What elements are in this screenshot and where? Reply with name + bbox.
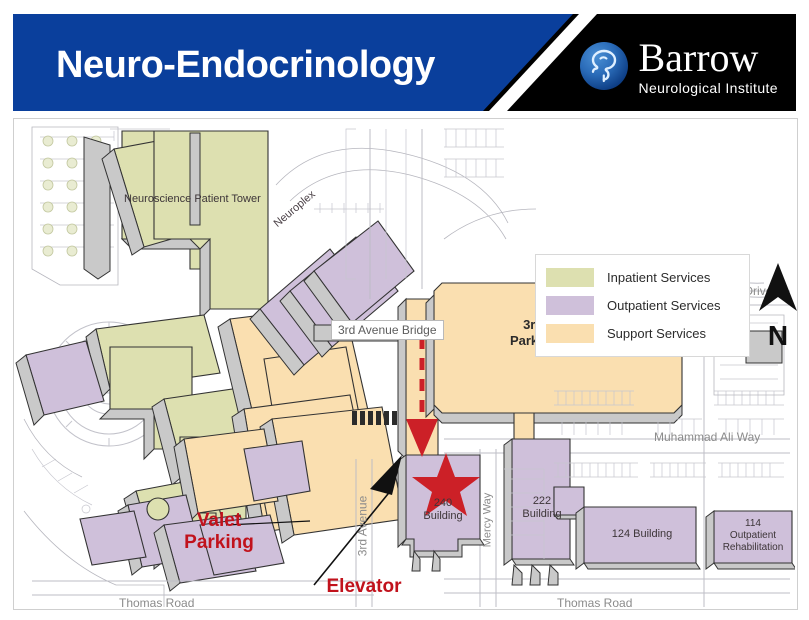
building-222-number: 222 xyxy=(532,495,552,507)
building-124-text: 124 Building xyxy=(611,528,673,540)
building-114-number: 114 xyxy=(745,518,761,529)
street-label-mercy-way: Mercy Way xyxy=(481,492,494,548)
building-label-114: 114 Outpatient Rehabilitation xyxy=(712,518,794,554)
street-label-thomas-road-right: Thomas Road xyxy=(557,596,633,610)
building-240-word: Building xyxy=(423,510,463,522)
building-label-neuroscience-patient-tower: Neuroscience Patient Tower xyxy=(124,193,261,206)
barrow-logo: Barrow Neurological Institute xyxy=(580,38,778,97)
header-blue-panel xyxy=(13,14,573,111)
legend-label-inpatient: Inpatient Services xyxy=(607,269,711,285)
bridge-label-3rd-avenue-bridge: 3rd Avenue Bridge xyxy=(331,320,444,340)
annotation-elevator: Elevator xyxy=(326,576,402,597)
building-114-line3: Rehabilitation xyxy=(722,542,784,553)
page-header: Neuro-Endocrinology Barrow Neurological … xyxy=(13,14,796,111)
street-label-3rd-avenue: 3rd Avenue xyxy=(355,495,370,557)
legend-swatch-support xyxy=(546,323,594,343)
street-label-muhammad-ali-way: Muhammad Ali Way xyxy=(654,430,761,444)
legend-row-inpatient: Inpatient Services xyxy=(546,263,739,291)
building-114-line2: Outpatient xyxy=(729,530,777,541)
annotation-valet-parking: Valet Parking xyxy=(154,510,284,554)
legend-row-support: Support Services xyxy=(546,319,739,347)
neuroscience-patient-tower-text: Neuroscience Patient Tower xyxy=(124,193,261,205)
legend-row-outpatient: Outpatient Services xyxy=(546,291,739,319)
logo-subtitle: Neurological Institute xyxy=(638,80,778,96)
building-label-222: 222 Building xyxy=(512,495,572,521)
brain-icon xyxy=(580,42,629,90)
building-label-124: 124 Building xyxy=(600,528,684,541)
map-legend: Inpatient Services Outpatient Services S… xyxy=(535,254,750,357)
legend-swatch-inpatient xyxy=(546,267,594,287)
valet-parking-line2: Parking xyxy=(184,532,254,553)
street-label-thomas-road-left: Thomas Road xyxy=(119,596,195,610)
logo-text: Barrow Neurological Institute xyxy=(638,38,778,97)
legend-label-support: Support Services xyxy=(607,325,706,341)
building-240-number: 240 xyxy=(433,497,453,509)
compass-north-label: N xyxy=(767,320,789,351)
building-label-240: 240 Building xyxy=(412,497,474,523)
page-title: Neuro-Endocrinology xyxy=(56,44,435,86)
building-222-word: Building xyxy=(522,508,562,520)
valet-parking-line1: Valet xyxy=(196,510,242,531)
campus-map[interactable]: .ip{fill:#dde0b0;stroke:#333;stroke-widt… xyxy=(13,118,798,610)
north-arrow-icon xyxy=(759,263,797,311)
compass-rose: N xyxy=(754,261,797,361)
legend-swatch-outpatient xyxy=(546,295,594,315)
map-graphics: .ip{fill:#dde0b0;stroke:#333;stroke-widt… xyxy=(14,119,795,607)
logo-wordmark: Barrow xyxy=(638,35,759,80)
legend-label-outpatient: Outpatient Services xyxy=(607,297,721,313)
